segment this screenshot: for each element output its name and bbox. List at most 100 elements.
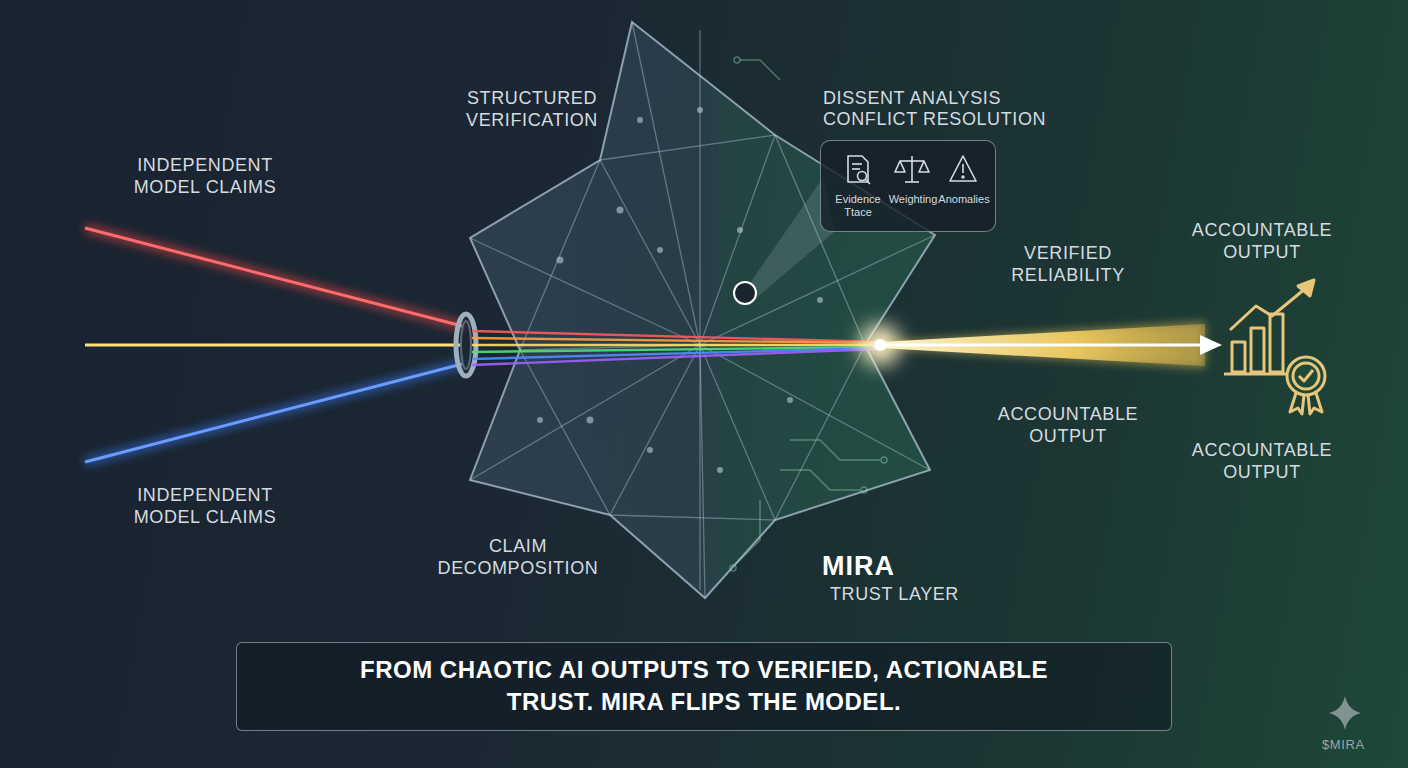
icon-caption: Weighting bbox=[885, 193, 941, 206]
crystal bbox=[737, 227, 743, 233]
callout-icons bbox=[962, 164, 964, 173]
crystal bbox=[537, 107, 823, 473]
crystal bbox=[787, 397, 793, 403]
caption-text: FROM CHAOTIC AI OUTPUTS TO VERIFIED, ACT… bbox=[323, 654, 1086, 719]
input-beams bbox=[85, 364, 462, 462]
spectrum-beams bbox=[472, 349, 880, 365]
callout-heading: DISSENT ANALYSIS CONFLICT RESOLUTION bbox=[823, 88, 1085, 131]
output-beam bbox=[874, 339, 886, 351]
input-label: INDEPENDENT MODEL CLAIMS bbox=[115, 155, 295, 198]
crystal bbox=[740, 60, 780, 80]
growth-badge-icon bbox=[1230, 288, 1306, 330]
crystal bbox=[470, 345, 700, 480]
lens-ring bbox=[461, 321, 471, 369]
spectrum-beams bbox=[472, 331, 880, 342]
callout-pointer bbox=[734, 282, 756, 304]
output-beam bbox=[880, 322, 1205, 368]
crystal bbox=[520, 135, 865, 520]
crystal bbox=[699, 30, 700, 590]
spectrum-beams bbox=[472, 347, 880, 352]
crystal bbox=[557, 257, 564, 264]
caption-box: FROM CHAOTIC AI OUTPUTS TO VERIFIED, ACT… bbox=[236, 642, 1172, 731]
crystal bbox=[470, 238, 700, 345]
crystal bbox=[637, 117, 643, 123]
callout-icons bbox=[900, 160, 924, 162]
crystal bbox=[700, 345, 775, 520]
callout-icons bbox=[848, 156, 868, 182]
growth-badge-icon bbox=[1224, 373, 1290, 376]
crystal bbox=[861, 487, 867, 493]
callout-icons bbox=[905, 181, 919, 183]
crystal bbox=[700, 345, 705, 598]
output-beam bbox=[880, 344, 1205, 347]
crystal bbox=[470, 22, 935, 598]
stage-label: VERIFIED RELIABILITY bbox=[983, 243, 1153, 286]
growth-badge-icon bbox=[1270, 314, 1283, 372]
callout-box: DISSENT ANALYSIS CONFLICT RESOLUTIONEvid… bbox=[820, 140, 996, 232]
growth-badge-icon bbox=[1308, 393, 1322, 414]
input-beams bbox=[85, 228, 462, 326]
crystal bbox=[730, 565, 736, 571]
crystal bbox=[700, 235, 935, 345]
crystal bbox=[700, 135, 775, 345]
input-beams bbox=[85, 344, 462, 347]
crystal bbox=[647, 447, 653, 453]
crystal bbox=[657, 247, 663, 253]
callout-icons bbox=[865, 179, 870, 184]
spectrum-beams bbox=[472, 344, 880, 346]
output-label: ACCOUNTABLE OUTPUT bbox=[1172, 220, 1352, 263]
output-beam bbox=[860, 322, 1222, 368]
growth-badge-icon bbox=[1298, 280, 1314, 296]
callout-icons bbox=[962, 176, 964, 178]
callout-icons bbox=[852, 163, 862, 165]
callout-icons bbox=[858, 172, 867, 181]
output-beam bbox=[880, 324, 1205, 366]
crystal bbox=[790, 440, 880, 460]
crystal bbox=[730, 57, 887, 571]
input-beams bbox=[85, 228, 462, 462]
crystal bbox=[470, 22, 935, 598]
callout-pointer bbox=[734, 176, 834, 304]
input-label: INDEPENDENT MODEL CLAIMS bbox=[115, 485, 295, 528]
callout-icons bbox=[950, 156, 976, 181]
crystal bbox=[600, 160, 700, 345]
spectrum-beams bbox=[472, 338, 880, 343]
input-beams bbox=[85, 364, 462, 462]
lens-ring bbox=[456, 314, 476, 376]
crystal bbox=[470, 22, 935, 598]
spectrum-beams bbox=[472, 331, 880, 365]
crystal bbox=[817, 297, 823, 303]
crystal bbox=[700, 345, 930, 470]
crystal bbox=[735, 500, 760, 565]
callout-icons bbox=[848, 156, 976, 184]
brand-name: MIRA bbox=[822, 550, 895, 582]
section-label: STRUCTURED VERIFICATION bbox=[442, 88, 622, 131]
output-beam bbox=[1200, 335, 1222, 355]
input-beams bbox=[85, 341, 462, 350]
crystal bbox=[697, 107, 703, 113]
watermark: $MIRA bbox=[1322, 737, 1365, 753]
crystal bbox=[617, 207, 624, 214]
crystal bbox=[632, 22, 700, 345]
crystal bbox=[700, 344, 865, 345]
crystal bbox=[610, 345, 700, 515]
growth-badge-icon bbox=[1290, 393, 1304, 414]
growth-badge-icon bbox=[1287, 357, 1325, 395]
brand-subtitle: TRUST LAYER bbox=[830, 584, 959, 606]
output-label: ACCOUNTABLE OUTPUT bbox=[978, 404, 1158, 447]
callout-icons bbox=[911, 156, 913, 182]
sparkle-mark bbox=[1329, 696, 1361, 730]
growth-badge-icon bbox=[1293, 363, 1319, 389]
growth-badge-icon bbox=[1232, 342, 1245, 372]
crystal bbox=[587, 417, 594, 424]
crystal bbox=[780, 470, 860, 490]
growth-badge-icon bbox=[1251, 328, 1264, 372]
crystal bbox=[734, 57, 740, 63]
input-beams bbox=[85, 228, 462, 326]
icon-caption: Evidence Ttace bbox=[830, 193, 886, 218]
crystal bbox=[520, 345, 700, 350]
callout-icons bbox=[895, 161, 905, 172]
growth-badge-icon bbox=[1224, 280, 1325, 414]
crystal bbox=[537, 417, 543, 423]
